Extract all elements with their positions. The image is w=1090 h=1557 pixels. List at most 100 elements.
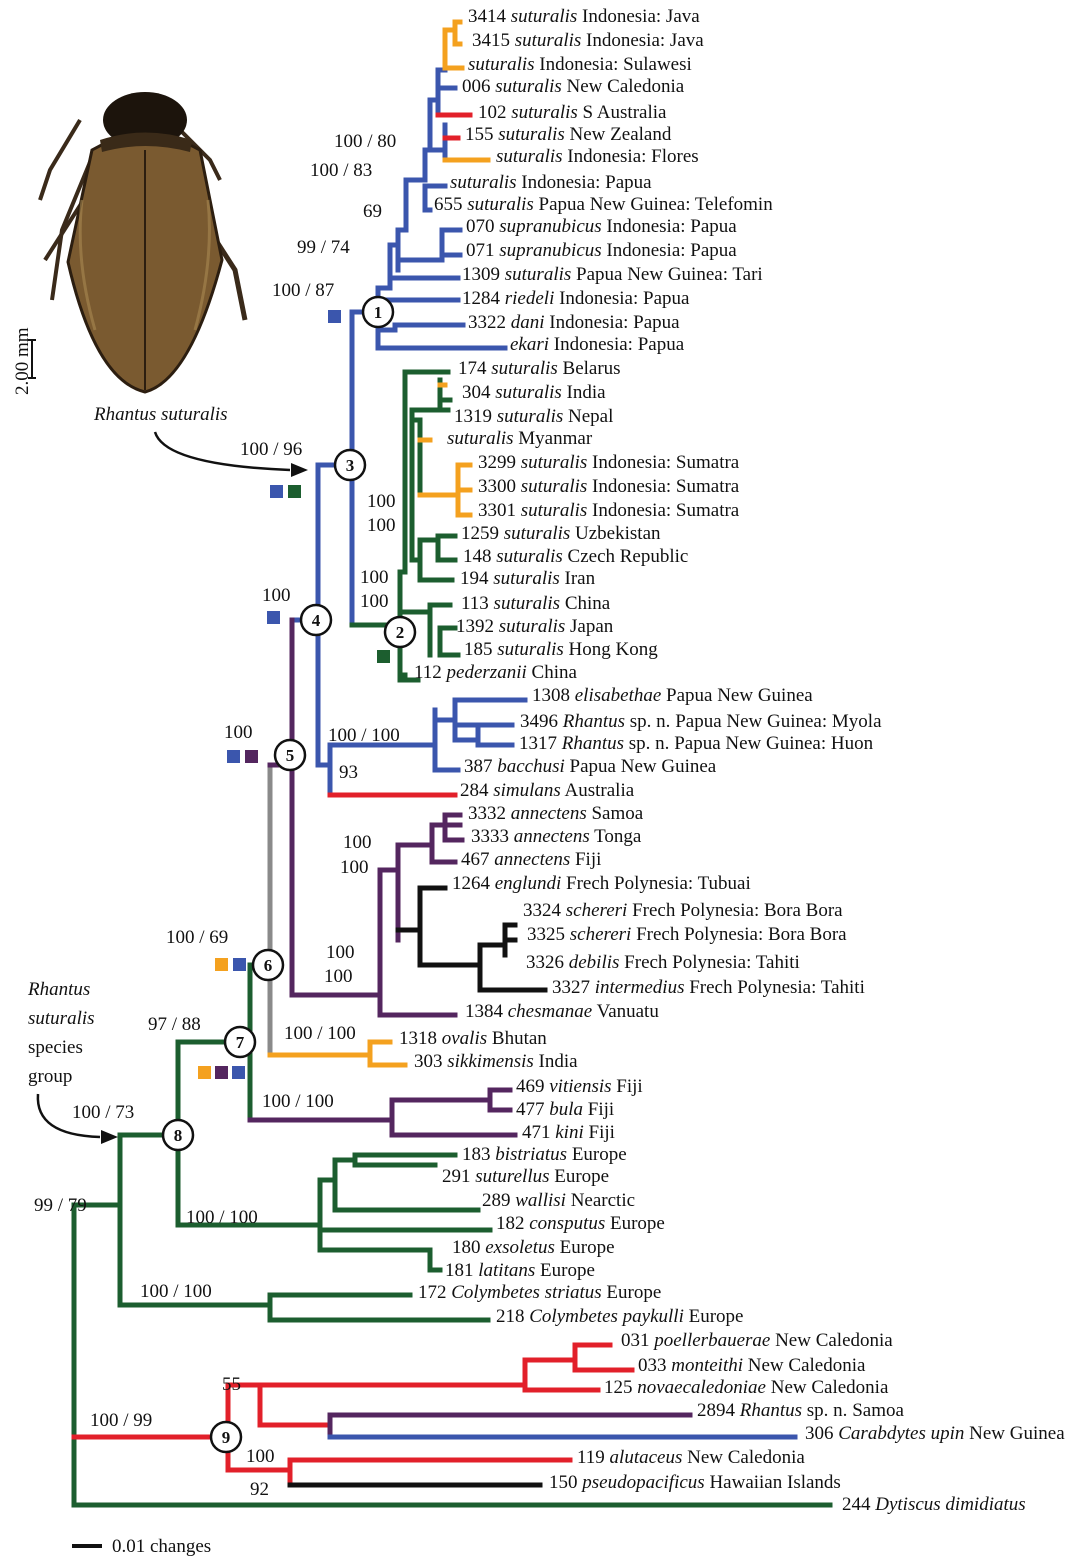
support-value: 100 [367,491,396,512]
group-label-2: suturalis [28,1008,95,1029]
tip-species: ekari [510,334,549,355]
tip-species: schereri [570,924,632,945]
support-value: 100 / 100 [262,1091,334,1112]
tip-locality: Europe [550,1166,610,1187]
tip-label: 3415 suturalis Indonesia: Java [472,30,704,51]
tip-number: 1284 [462,288,505,309]
tip-label: 181 latitans Europe [445,1260,595,1281]
group-label-3: species [28,1037,83,1058]
tip-locality: Papua New Guinea [661,685,813,706]
tip-species: pederzanii [445,662,527,683]
tip-locality: Hawaiian Islands [705,1472,841,1493]
area-square [233,958,246,971]
tip-species-note: sp. n. [625,711,670,732]
tip-label: 033 monteithi New Caledonia [638,1355,866,1376]
area-markers [198,310,390,1079]
area-square [232,1066,245,1079]
tip-number: 306 [805,1423,838,1444]
tip-number: 477 [516,1099,549,1120]
tip-number: 289 [482,1190,515,1211]
tip-number: 113 [461,593,494,614]
support-value: 92 [250,1479,269,1500]
support-value: 100 / 73 [72,1102,134,1123]
support-value: 99 / 79 [34,1195,87,1216]
tip-number: 181 [445,1260,478,1281]
tip-number: 119 [577,1447,610,1468]
tip-locality: Fiji [583,1099,614,1120]
tip-label: 471 kini Fiji [522,1122,615,1143]
tip-species: suturalis [496,146,563,167]
tip-number: 284 [460,780,493,801]
area-square [215,958,228,971]
support-value: 97 / 88 [148,1014,201,1035]
tip-number: 182 [496,1213,529,1234]
tip-label: 112 pederzanii China [414,662,577,683]
tip-number: 102 [478,102,511,123]
tip-species: exsoletus [485,1237,555,1258]
tip-locality: Indonesia: Papua [602,240,738,261]
node-number: 1 [374,303,383,322]
tip-number: 006 [462,76,495,97]
tip-label: 3326 debilis Frech Polynesia: Tahiti [526,952,800,973]
support-value: 100 / 100 [186,1207,258,1228]
tip-locality: Indonesia: Papua [517,172,653,193]
tip-species: suturalis [498,124,565,145]
tip-locality: Australia [561,780,635,801]
tip-number: 070 [466,216,499,237]
tip-locality: Indonesia: Sumatra [587,476,740,497]
tip-label: 071 supranubicus Indonesia: Papua [466,240,737,261]
tip-species: vitiensis [549,1076,611,1097]
support-value: 100 / 99 [90,1410,152,1431]
tip-species: suturalis [494,593,561,614]
tip-label: 1318 ovalis Bhutan [399,1028,547,1049]
tip-label: 3299 suturalis Indonesia: Sumatra [478,452,740,473]
tip-locality: Indonesia: Papua [554,288,690,309]
scale-label: 0.01 changes [112,1536,211,1557]
tip-locality: Indonesia: Sulawesi [535,54,692,75]
tip-species: schereri [566,900,628,921]
beetle-photo [38,92,248,394]
area-square [270,485,283,498]
tip-locality: Indonesia: Java [577,6,700,27]
tip-label: suturalis Indonesia: Flores [496,146,699,167]
tip-locality: Europe [605,1213,665,1234]
tip-species: alutaceus [610,1447,683,1468]
tip-locality: Frech Polynesia: Tahiti [619,952,799,973]
tip-number: 3496 [520,711,563,732]
tip-locality: Indonesia: Flores [563,146,699,167]
tip-species: Rhantus [562,711,625,732]
tip-species: consputus [529,1213,605,1234]
tip-number: 3327 [552,977,595,998]
tip-locality: Iran [560,568,596,589]
tip-species: suturalis [497,639,564,660]
tip-label: 1264 englundi Frech Polynesia: Tubuai [452,873,751,894]
tip-label: 1317 Rhantus sp. n. Papua New Guinea: Hu… [519,733,874,754]
tip-species: latitans [478,1260,535,1281]
tip-species: Rhantus [739,1400,802,1421]
tip-label: 183 bistriatus Europe [462,1144,627,1165]
tip-label: 3301 suturalis Indonesia: Sumatra [478,500,740,521]
tip-label: 306 Carabdytes upin New Guinea [805,1423,1065,1444]
tip-label: 3332 annectens Samoa [468,803,644,824]
tip-number: 1259 [461,523,504,544]
tip-number: 148 [463,546,496,567]
tip-locality: Myanmar [514,428,593,449]
tip-number: 387 [464,756,497,777]
tip-locality: New Caledonia [766,1377,889,1398]
tip-species: Colymbetes striatus [451,1282,601,1303]
tip-locality: Indonesia: Papua [545,312,681,333]
tip-label: 031 poellerbauerae New Caledonia [621,1330,893,1351]
tip-label: 291 suturellus Europe [442,1166,609,1187]
tip-label: 218 Colymbetes paykulli Europe [496,1306,743,1327]
tip-number: 3324 [523,900,566,921]
tip-number: 031 [621,1330,654,1351]
node-circle [223,1025,257,1059]
node-circle [299,603,333,637]
tip-label: 1259 suturalis Uzbekistan [461,523,661,544]
tip-species: suturalis [493,568,560,589]
tip-species: wallisi [515,1190,566,1211]
tip-locality: New Caledonia [770,1330,893,1351]
tip-locality: Samoa [847,1400,904,1421]
tip-label: 180 exsoletus Europe [452,1237,615,1258]
